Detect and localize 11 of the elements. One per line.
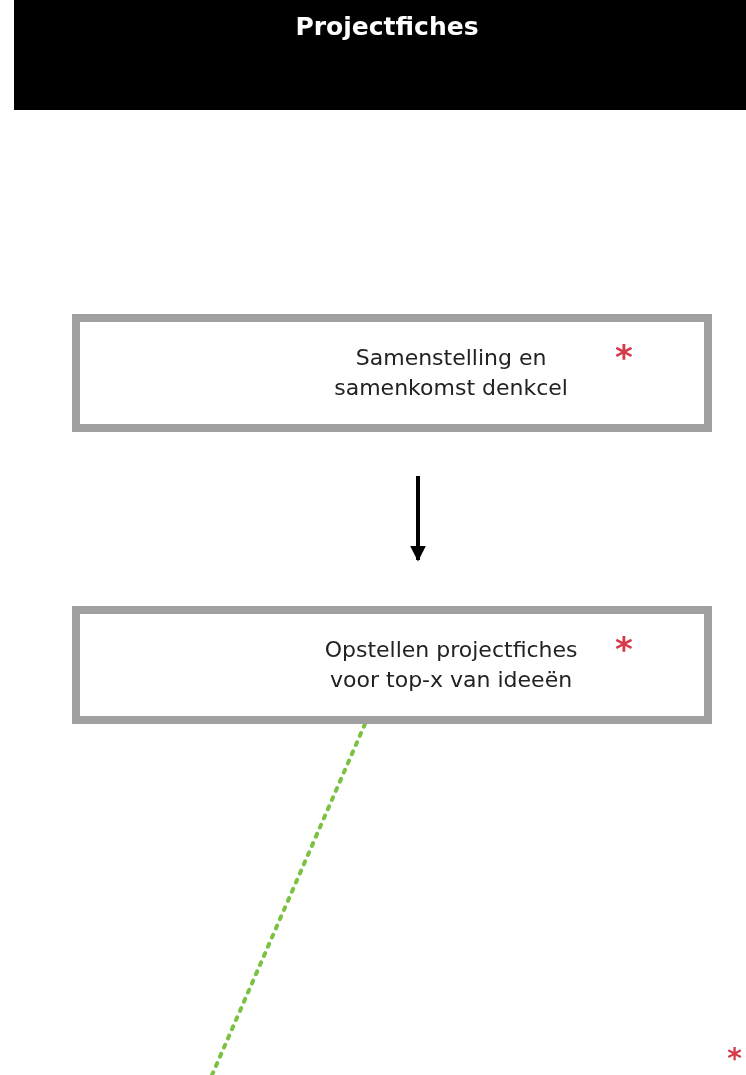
arrow xyxy=(410,476,426,562)
box-text: Opstellen projectfiches voor top-x van ideeën xyxy=(323,636,579,694)
process-box xyxy=(72,606,712,724)
asterisk-mark: * xyxy=(615,632,633,666)
header-band xyxy=(14,0,746,110)
asterisk-mark: * xyxy=(727,1045,742,1073)
process-box xyxy=(72,314,712,432)
asterisk-mark: * xyxy=(615,340,633,374)
dotted-line xyxy=(210,722,367,1075)
header-title: Projectfiches xyxy=(295,12,479,41)
box-text: Samenstelling en samenkomst denkcel xyxy=(333,344,569,402)
